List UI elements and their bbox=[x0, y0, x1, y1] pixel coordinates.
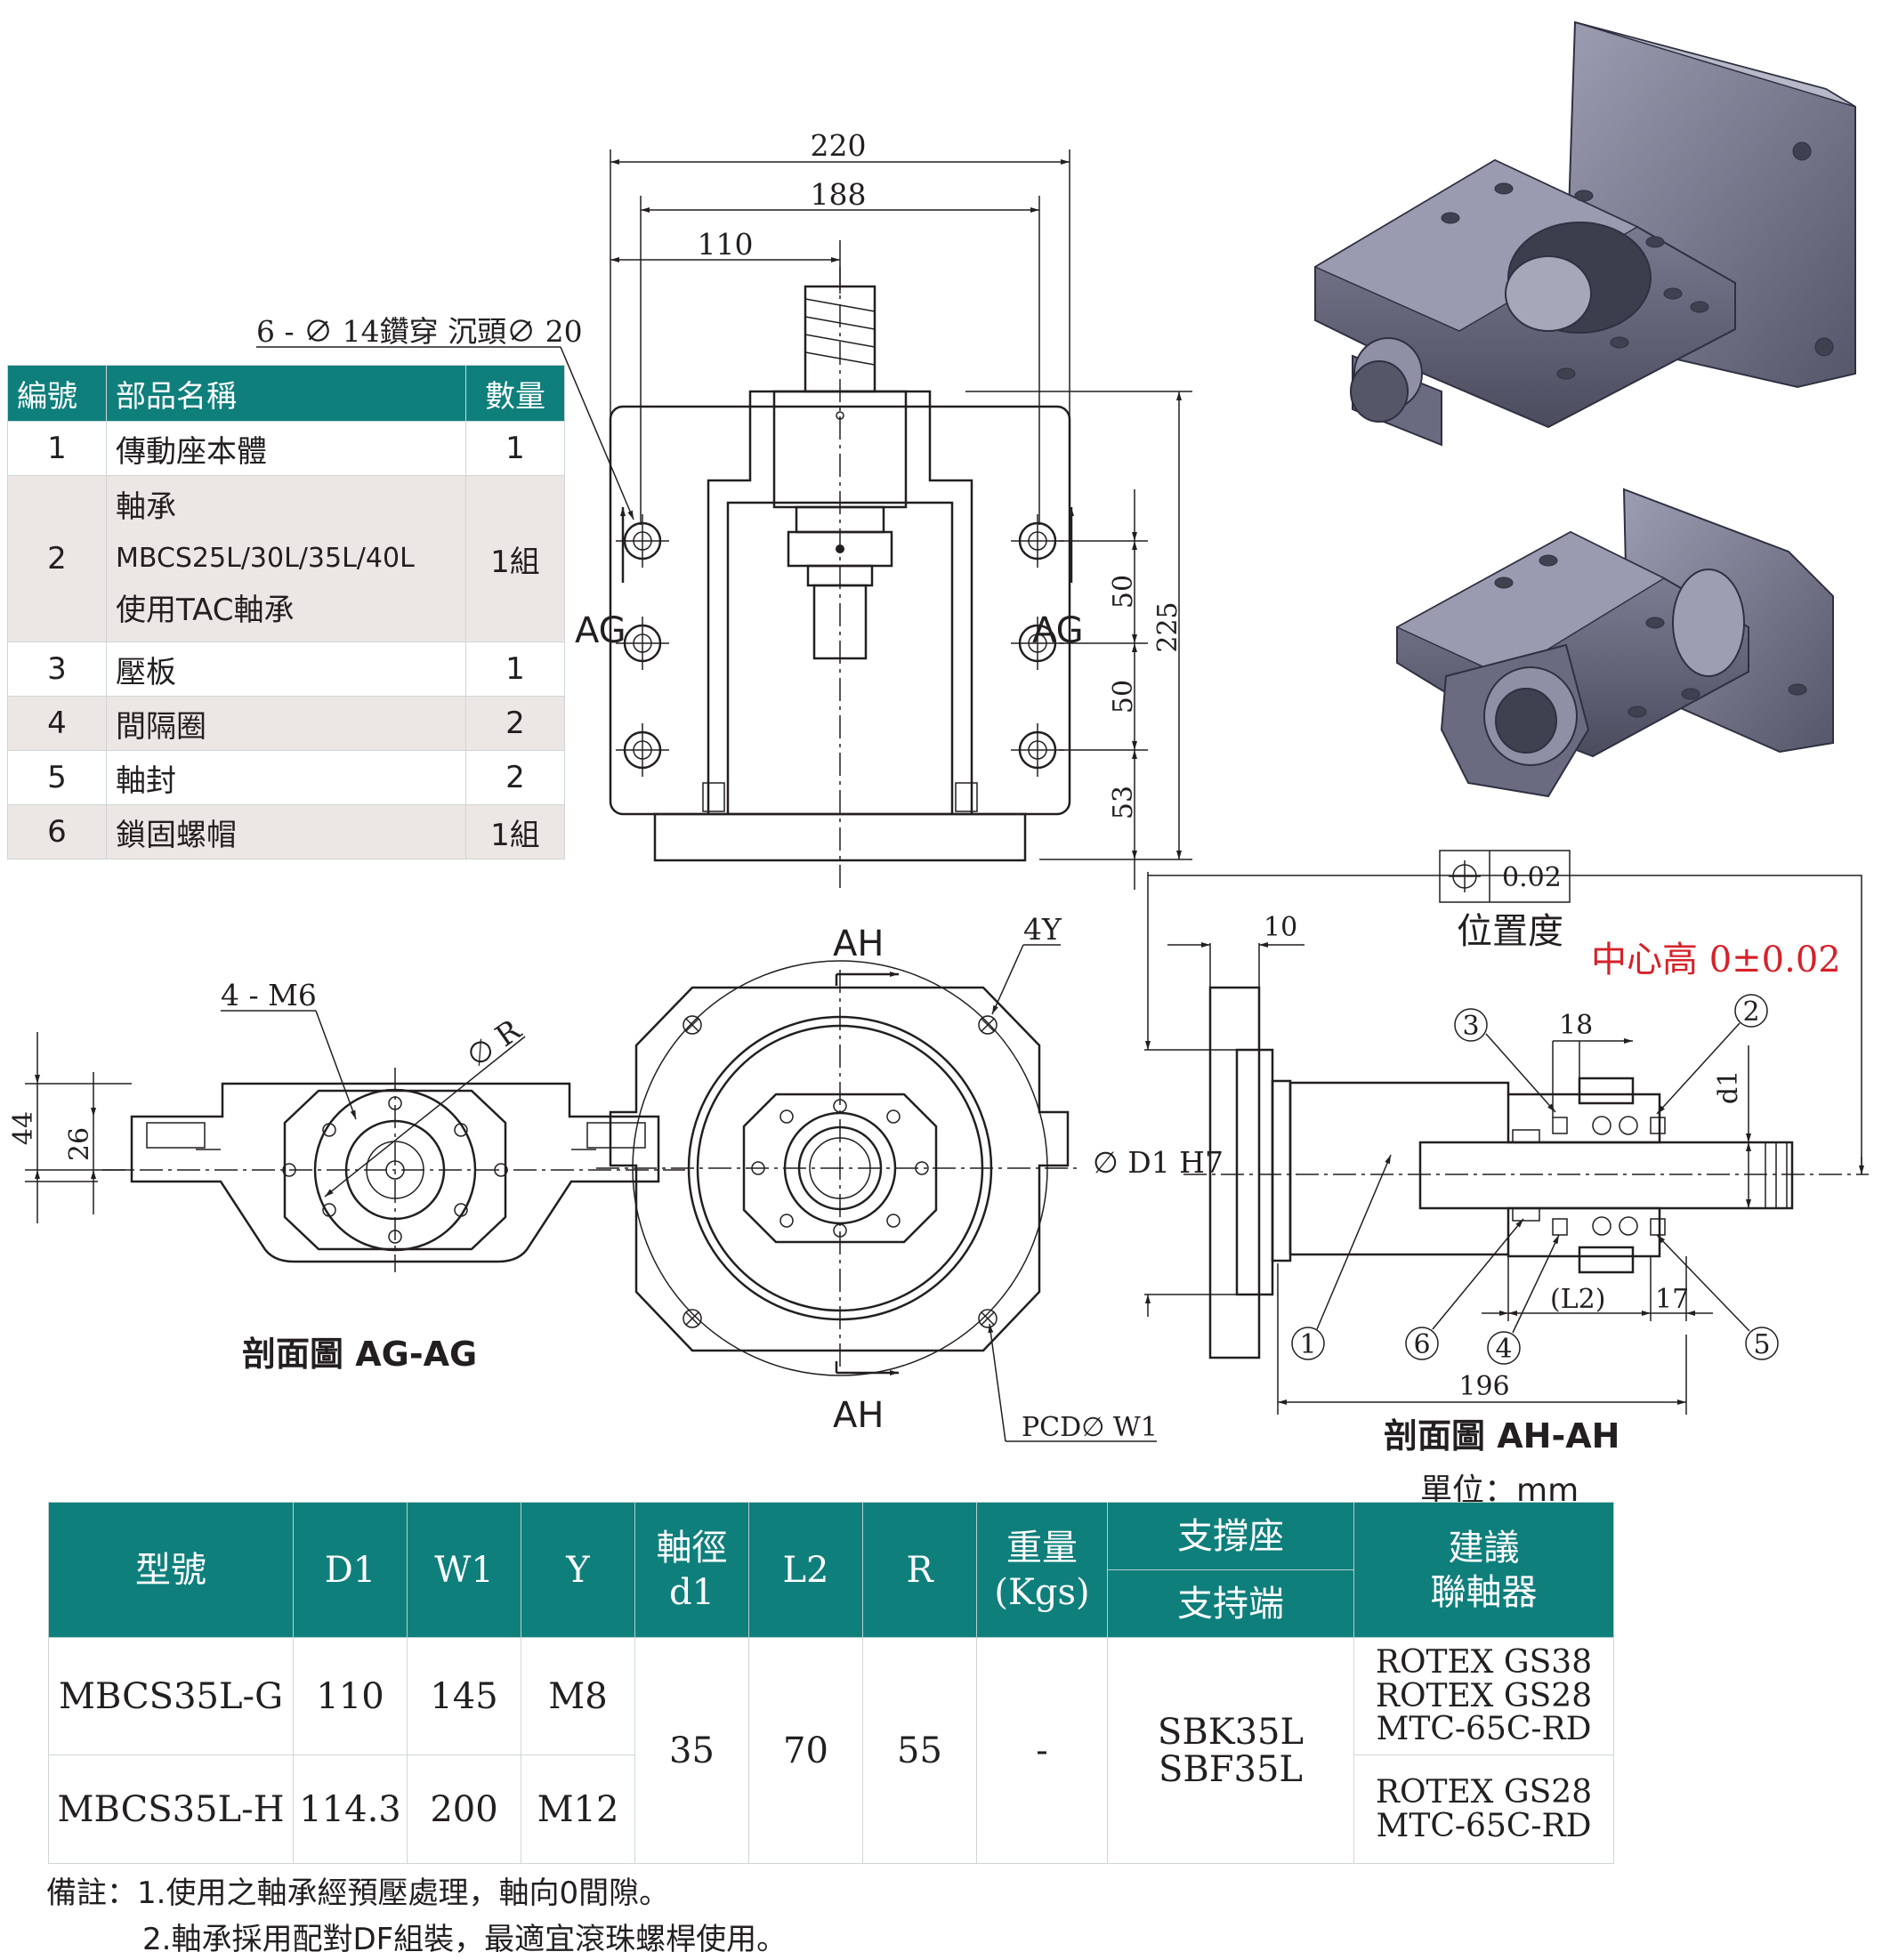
dim-196: 196 bbox=[1458, 1371, 1509, 1402]
spec-table: 型號 D1 W1 Y 軸徑 d1 L2 R 重量 (Kgs) 支撐座 建議 聯軸… bbox=[48, 1502, 1614, 1864]
d1-label: d1 bbox=[1713, 1070, 1744, 1104]
section-ah-title: 剖面圖 AH-AH bbox=[1384, 1416, 1619, 1456]
table-row: 6 鎖固螺帽 1組 bbox=[7, 804, 565, 859]
dim-188: 188 bbox=[811, 177, 867, 212]
position-degree: 位置度 bbox=[1457, 911, 1563, 952]
header-support-end: 支持端 bbox=[1107, 1569, 1354, 1638]
dim-l2: (L2) bbox=[1550, 1284, 1605, 1315]
header-r: R bbox=[862, 1502, 977, 1638]
mount-holes bbox=[616, 514, 1064, 777]
render-bottom bbox=[1395, 488, 1834, 798]
dim-110: 110 bbox=[698, 227, 754, 262]
y4-label: 4Y bbox=[1023, 912, 1062, 947]
coupling-cell-h: ROTEX GS28 MTC-65C-RD bbox=[1353, 1754, 1614, 1864]
dim-18: 18 bbox=[1559, 1010, 1593, 1041]
front-view: AH 4Y AH PCD∅ W1 bbox=[596, 912, 1158, 1443]
note-1: 備註：1.使用之軸承經預壓處理，軸向0間隙。 bbox=[46, 1875, 670, 1911]
ah-top-label: AH bbox=[833, 924, 884, 964]
header-qty: 數量 bbox=[465, 365, 565, 422]
support-cell: SBK35L SBF35L bbox=[1107, 1637, 1354, 1864]
tolerance-value: 0.02 bbox=[1502, 862, 1562, 893]
parts-table: 編號 部品名稱 數量 1 傳動座本體 1 2 軸承 MBCS25L/30L/35… bbox=[7, 365, 565, 859]
dim-44: 44 bbox=[8, 1111, 39, 1145]
table-row: 2 軸承 MBCS25L/30L/35L/40L 使用TAC軸承 1組 bbox=[7, 475, 565, 642]
dim-17: 17 bbox=[1655, 1284, 1689, 1315]
svg-text:1: 1 bbox=[1299, 1329, 1316, 1360]
center-height: 中心高 0±0.02 bbox=[1591, 940, 1841, 980]
svg-text:2: 2 bbox=[1742, 996, 1759, 1028]
section-ah-view: 0.02 位置度 中心高 0±0.02 10 ∅ D1 H7 bbox=[1093, 850, 1869, 1456]
svg-text:5: 5 bbox=[1753, 1329, 1770, 1360]
top-view: 220 188 110 6 - ∅ 14鑽穿 沉頭∅ 20 bbox=[256, 128, 1192, 890]
header-coupling: 建議 聯軸器 bbox=[1353, 1502, 1614, 1638]
section-ag-view: 4 - M6 ∅ R 44 26 剖面圖 bbox=[8, 978, 685, 1374]
header-name: 部品名稱 bbox=[106, 365, 466, 422]
dim-10: 10 bbox=[1264, 912, 1297, 943]
svg-text:6: 6 bbox=[1413, 1329, 1430, 1360]
header-support-seat: 支撐座 bbox=[1107, 1502, 1354, 1570]
header-d1: D1 bbox=[293, 1502, 408, 1638]
header-shaft: 軸徑 d1 bbox=[634, 1502, 749, 1638]
note-2: 2.軸承採用配對DF組裝，最適宜滾珠螺桿使用。 bbox=[142, 1922, 788, 1957]
m6-label: 4 - M6 bbox=[221, 978, 317, 1012]
table-row: MBCS35L-G 110 145 M8 35 70 55 - SBK35L S… bbox=[48, 1637, 1614, 1864]
holes-label: 6 - ∅ 14鑽穿 沉頭∅ 20 bbox=[256, 314, 583, 349]
table-row: 4 間隔圈 2 bbox=[7, 696, 565, 751]
part-2-name: 軸承 MBCS25L/30L/35L/40L 使用TAC軸承 bbox=[106, 475, 466, 642]
spec-header-row: 型號 D1 W1 Y 軸徑 d1 L2 R 重量 (Kgs) 支撐座 建議 聯軸… bbox=[48, 1502, 1614, 1638]
dim-53: 53 bbox=[1108, 786, 1139, 819]
render-top bbox=[1313, 20, 1856, 447]
ag-left-label: AG bbox=[575, 610, 626, 651]
svg-text:3: 3 bbox=[1462, 1011, 1479, 1042]
coupling-cell-g: ROTEX GS38 ROTEX GS28 MTC-65C-RD bbox=[1353, 1637, 1614, 1755]
section-ag-title: 剖面圖 AG-AG bbox=[242, 1335, 477, 1374]
dim-225: 225 bbox=[1152, 601, 1183, 652]
header-model: 型號 bbox=[48, 1502, 294, 1638]
dim-50b: 50 bbox=[1108, 680, 1139, 714]
header-no: 編號 bbox=[7, 365, 107, 422]
header-y: Y bbox=[521, 1502, 635, 1638]
header-w1: W1 bbox=[407, 1502, 521, 1638]
parts-header-row: 編號 部品名稱 數量 bbox=[7, 365, 565, 422]
table-row: MBCS35L-H 114.3 200 M12 ROTEX GS28 MTC-6… bbox=[48, 1754, 1614, 1864]
dim-50a: 50 bbox=[1108, 575, 1139, 609]
ah-bottom-label: AH bbox=[833, 1395, 884, 1436]
header-weight: 重量 (Kgs) bbox=[976, 1502, 1108, 1638]
pcd-label: PCD∅ W1 bbox=[1022, 1412, 1158, 1443]
svg-text:4: 4 bbox=[1495, 1334, 1512, 1365]
ag-right-label: AG bbox=[1032, 610, 1084, 651]
header-l2: L2 bbox=[748, 1502, 863, 1638]
dim-26: 26 bbox=[64, 1127, 95, 1161]
table-row: 5 軸封 2 bbox=[7, 750, 565, 805]
table-row: 3 壓板 1 bbox=[7, 641, 565, 697]
dim-220: 220 bbox=[811, 128, 867, 163]
balloons: 3 2 1 6 4 5 bbox=[1291, 994, 1779, 1365]
table-row: 1 傳動座本體 1 bbox=[7, 421, 565, 476]
